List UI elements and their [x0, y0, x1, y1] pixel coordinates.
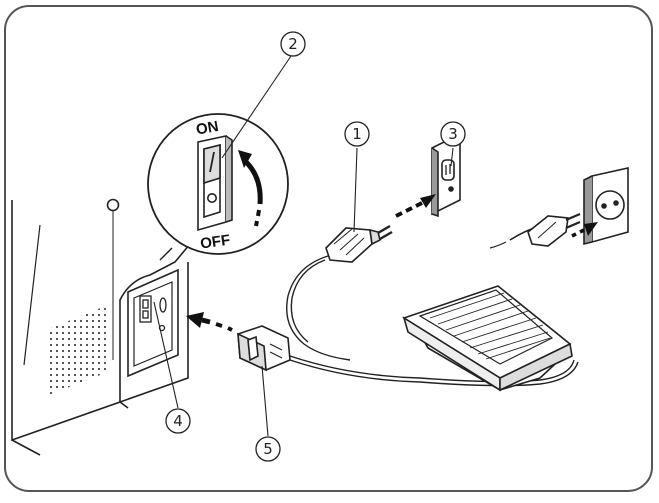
switch-magnifier: ON OFF	[147, 113, 289, 261]
power-plug-icon	[325, 224, 393, 263]
callout-5: 5	[255, 436, 281, 462]
callout-number: 2	[288, 35, 298, 53]
switch-off-label: OFF	[199, 232, 231, 253]
callout-3: 3	[440, 121, 466, 147]
switch-on-label: ON	[195, 118, 220, 139]
euro-plug-icon	[489, 212, 581, 249]
machine-plug-arrow	[186, 312, 233, 332]
machine-plug-icon	[237, 325, 291, 372]
sewing-machine-body	[11, 198, 191, 456]
power-cords	[286, 255, 579, 387]
power-switch-icon	[197, 135, 233, 232]
callout-number: 1	[352, 125, 362, 143]
callout-1: 1	[344, 121, 370, 147]
callout-number: 5	[263, 440, 273, 458]
callout-number: 4	[173, 412, 183, 430]
callout-4: 4	[165, 408, 191, 434]
callout-number: 3	[448, 125, 458, 143]
callout-leaders	[153, 55, 454, 437]
euro-plug-arrow	[571, 222, 598, 238]
switch-curved-arrow	[238, 150, 263, 227]
plug-to-outlet-arrow	[395, 194, 436, 218]
euro-socket-icon	[583, 167, 629, 246]
callout-2: 2	[280, 31, 306, 57]
foot-controller-icon	[402, 285, 573, 392]
machine-vent-grill	[46, 305, 108, 396]
